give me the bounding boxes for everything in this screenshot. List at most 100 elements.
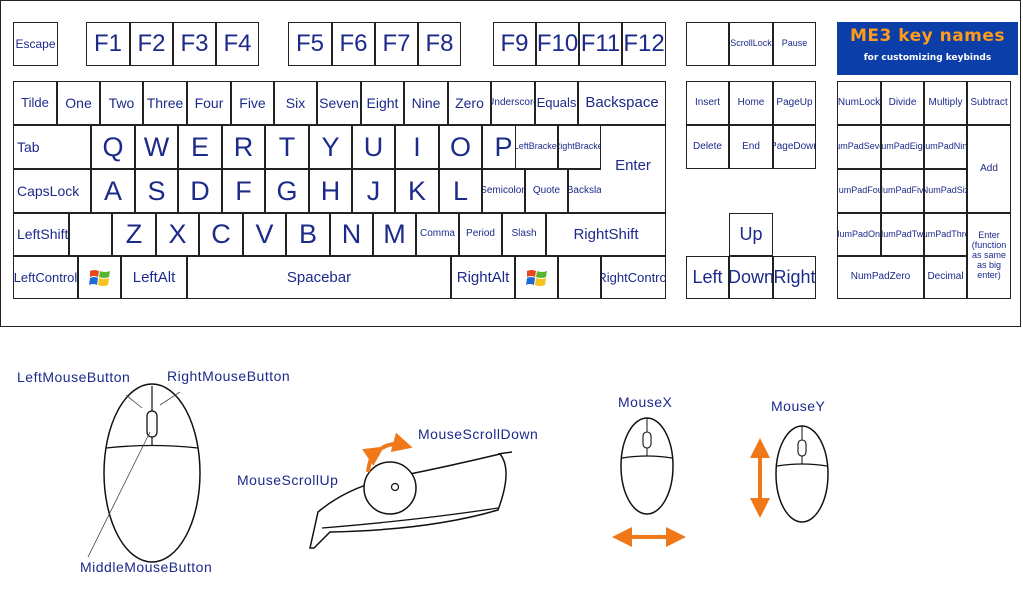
key-blank-ins — [686, 22, 729, 66]
key-label: NumPadSix — [924, 185, 967, 196]
key-f12: F12 — [622, 22, 666, 66]
key-label: Enter (function as same as big enter) — [971, 230, 1007, 280]
key-label: V — [255, 219, 274, 250]
key-rightbracket: RightBracket — [558, 125, 601, 169]
key-f11: F11 — [579, 22, 622, 66]
key-label: F8 — [425, 30, 454, 58]
key-q: Q — [91, 125, 135, 169]
key-up: Up — [729, 213, 773, 256]
key-label: RightBracket — [559, 141, 600, 152]
mouse-x-illustration — [612, 417, 686, 547]
key-label: Z — [125, 219, 143, 250]
key-label: LeftBracket — [515, 141, 558, 152]
key-h: H — [309, 169, 352, 213]
key-r: R — [222, 125, 265, 169]
key-label: Backspace — [585, 94, 659, 112]
key-label: Slash — [511, 228, 537, 240]
key-underscore: Underscore — [491, 81, 535, 125]
key-label: Multiply — [928, 96, 963, 108]
key-label: LeftAlt — [132, 268, 176, 286]
key-numpad5: NumPadFive — [881, 169, 924, 213]
key-f9: F9 — [493, 22, 536, 66]
key-label: NumPadEight — [881, 141, 923, 152]
key-label: A — [103, 175, 122, 206]
title-banner: ME3 key names for customizing keybinds — [837, 22, 1018, 75]
key-label: RightShift — [573, 225, 639, 243]
key-label: Eight — [366, 94, 399, 111]
key-z: Z — [112, 213, 156, 256]
key-e: E — [178, 125, 222, 169]
key-f1: F1 — [86, 22, 130, 66]
key-j: J — [352, 169, 395, 213]
key-label: NumPadFive — [882, 185, 924, 196]
key-label: W — [143, 131, 170, 162]
key-pageup: PageUp — [773, 81, 816, 125]
key-label: PageUp — [776, 96, 813, 108]
key-f5: F5 — [288, 22, 332, 66]
key-label: I — [413, 131, 421, 162]
key-label: Equals — [536, 95, 577, 111]
key-f10: F10 — [536, 22, 579, 66]
key-label: F1 — [93, 30, 122, 58]
key-numpad6: NumPadSix — [924, 169, 967, 213]
key-label: F — [235, 175, 252, 206]
key-leftbracket: LeftBracket — [515, 125, 558, 169]
key-label: D — [190, 175, 210, 206]
key-blank-ls — [69, 213, 112, 256]
key-escape: Escape — [13, 22, 58, 66]
key-label: T — [278, 131, 296, 162]
key-period: Period — [459, 213, 502, 256]
label-mouse-y: MouseY — [771, 398, 826, 414]
key-label: E — [190, 131, 209, 162]
key-tilde: Tilde — [13, 81, 57, 125]
key-label: ScrollLock — [730, 38, 772, 49]
key-add: Add — [967, 125, 1011, 213]
key-label: Down — [729, 267, 773, 288]
banner-subtitle: for customizing keybinds — [863, 53, 992, 63]
mouse-y-illustration — [750, 425, 829, 523]
key-label: G — [276, 175, 298, 206]
key-label: C — [211, 219, 231, 250]
key-leftalt: LeftAlt — [121, 256, 187, 299]
key-comma: Comma — [416, 213, 459, 256]
key-slash: Slash — [502, 213, 546, 256]
key-pagedown: PageDown — [773, 125, 816, 169]
key-label: Underscore — [492, 96, 534, 108]
key-label: Escape — [15, 36, 56, 51]
key-subtract: Subtract — [967, 81, 1011, 125]
key-label: Spacebar — [286, 268, 352, 286]
label-mouse-scroll-up: MouseScrollUp — [237, 472, 339, 488]
key-label: M — [383, 219, 406, 250]
label-right-mouse-button: RightMouseButton — [167, 368, 291, 384]
key-label: Home — [737, 96, 765, 108]
key-pause: Pause — [773, 22, 816, 66]
key-f3: F3 — [173, 22, 216, 66]
mouse-buttons-illustration — [87, 383, 201, 563]
key-label: Decimal — [927, 271, 964, 283]
key-label: F12 — [623, 30, 665, 58]
key-label: R — [233, 131, 254, 162]
key-label: Period — [466, 228, 495, 240]
label-left-mouse-button: LeftMouseButton — [17, 369, 131, 385]
banner-title: ME3 key names — [849, 26, 1006, 46]
key-down: Down — [729, 256, 773, 299]
key-eight: Eight — [361, 81, 404, 125]
key-label: NumPadOne — [838, 228, 881, 239]
key-label: End — [742, 140, 760, 152]
key-i: I — [395, 125, 439, 169]
key-c: C — [199, 213, 243, 256]
key-label: LeftControl — [13, 269, 78, 285]
key-label: S — [147, 175, 166, 206]
key-three: Three — [143, 81, 187, 125]
key-spacebar: Spacebar — [187, 256, 451, 299]
key-label: Up — [739, 224, 763, 245]
key-n: N — [330, 213, 373, 256]
key-label: F6 — [339, 30, 368, 58]
key-label: LeftShift — [17, 226, 69, 243]
key-w: W — [135, 125, 178, 169]
key-label: NumPadZero — [850, 271, 911, 283]
key-label: F10 — [536, 30, 579, 58]
key-numpad-enter: Enter (function as same as big enter) — [967, 213, 1011, 299]
key-numpad9: NumPadNine — [924, 125, 967, 169]
